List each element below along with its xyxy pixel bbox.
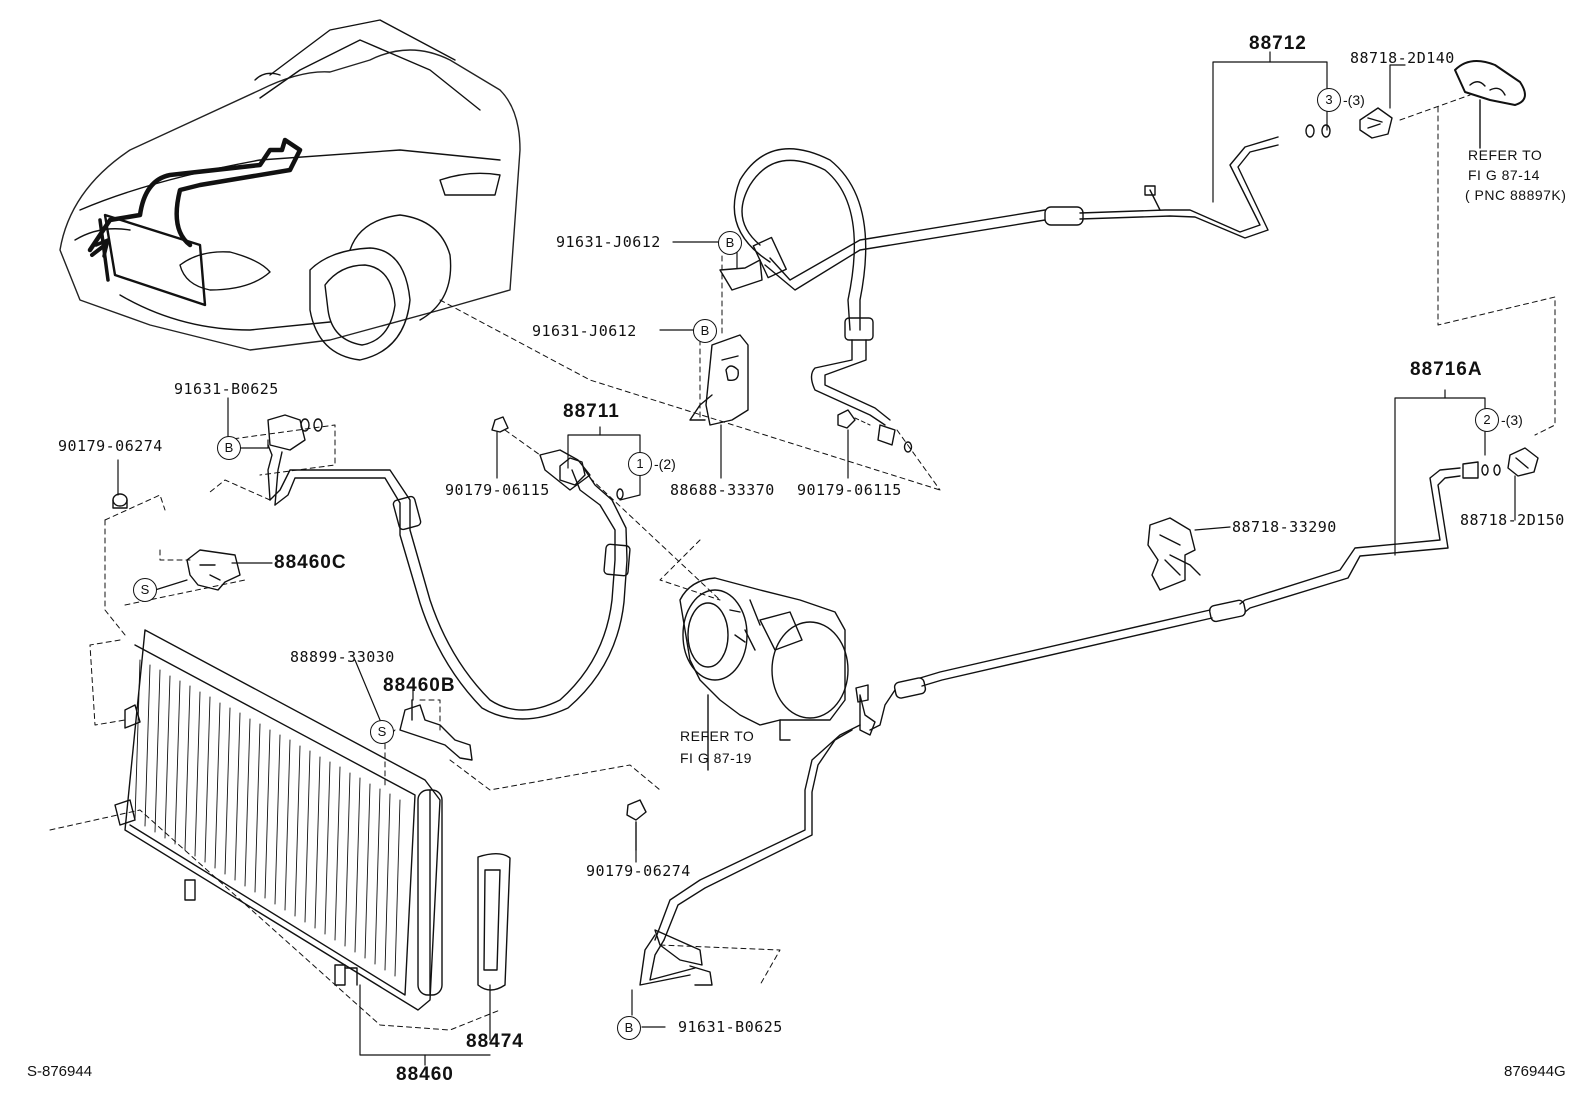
- part-label-90179-06115-left: 90179-06115: [445, 481, 550, 499]
- marker-b-lower: B: [693, 319, 717, 343]
- part-label-88460B: 88460B: [383, 675, 456, 696]
- part-label-88460: 88460: [396, 1064, 454, 1085]
- part-label-91631-B0625-lower: 91631-B0625: [678, 1018, 783, 1036]
- part-label-88718-2D140: 88718-2D140: [1350, 49, 1455, 67]
- refer-note-87-14-line3: ( PNC 88897K): [1465, 187, 1567, 203]
- leader-lines: [117, 51, 1516, 1066]
- part-label-88718-2D150: 88718-2D150: [1460, 511, 1565, 529]
- marker-3-quantity: -(3): [1343, 92, 1365, 108]
- part-label-88716A: 88716A: [1410, 359, 1483, 380]
- refer-note-87-19-line2: FI G 87-19: [680, 750, 752, 766]
- marker-b-bottom: B: [617, 1016, 641, 1040]
- part-label-91631-J0612-upper: 91631-J0612: [556, 233, 661, 251]
- bracket-88460B: [384, 699, 661, 791]
- marker-s-left: S: [133, 578, 157, 602]
- marker-2: 2: [1475, 408, 1499, 432]
- part-label-88711: 88711: [563, 401, 620, 422]
- marker-s-mid: S: [370, 720, 394, 744]
- part-label-90179-06115-right: 90179-06115: [797, 481, 902, 499]
- part-label-88718-33290: 88718-33290: [1232, 518, 1337, 536]
- illustration-code-left: S-876944: [27, 1063, 93, 1080]
- illustration-code-right: 876944G: [1504, 1063, 1566, 1080]
- marker-1: 1: [628, 452, 652, 476]
- part-label-91631-B0625-upper: 91631-B0625: [174, 380, 279, 398]
- part-label-88460C: 88460C: [274, 552, 347, 573]
- refer-note-87-14-line1: REFER TO: [1468, 147, 1543, 163]
- marker-b-upper: B: [718, 231, 742, 255]
- hose-88712: [689, 60, 1556, 491]
- part-label-88899-33030: 88899-33030: [290, 648, 395, 666]
- condenser-illustration: [49, 629, 501, 1031]
- vehicle-outline-illustration: [59, 19, 941, 491]
- part-label-90179-06274-left: 90179-06274: [58, 437, 163, 455]
- marker-3: 3: [1317, 88, 1341, 112]
- refer-note-87-19-line1: REFER TO: [680, 728, 755, 744]
- tube-88716A: [639, 447, 1539, 986]
- part-label-88474: 88474: [466, 1031, 524, 1052]
- bolt-90179-06115-right: [837, 409, 871, 429]
- seal-88474: [477, 853, 511, 991]
- part-label-91631-J0612-lower: 91631-J0612: [532, 322, 637, 340]
- marker-b-left: B: [217, 436, 241, 460]
- marker-2-quantity: -(3): [1501, 412, 1523, 428]
- hose-88711: [267, 414, 721, 720]
- compressor-illustration: [659, 539, 849, 771]
- part-label-90179-06274-mid: 90179-06274: [586, 862, 691, 880]
- part-label-88688-33370: 88688-33370: [670, 481, 775, 499]
- marker-1-quantity: -(2): [654, 456, 676, 472]
- part-label-88712: 88712: [1249, 33, 1307, 54]
- bolt-90179-06274-mid: [626, 799, 647, 851]
- refer-note-87-14-line2: FI G 87-14: [1468, 167, 1540, 183]
